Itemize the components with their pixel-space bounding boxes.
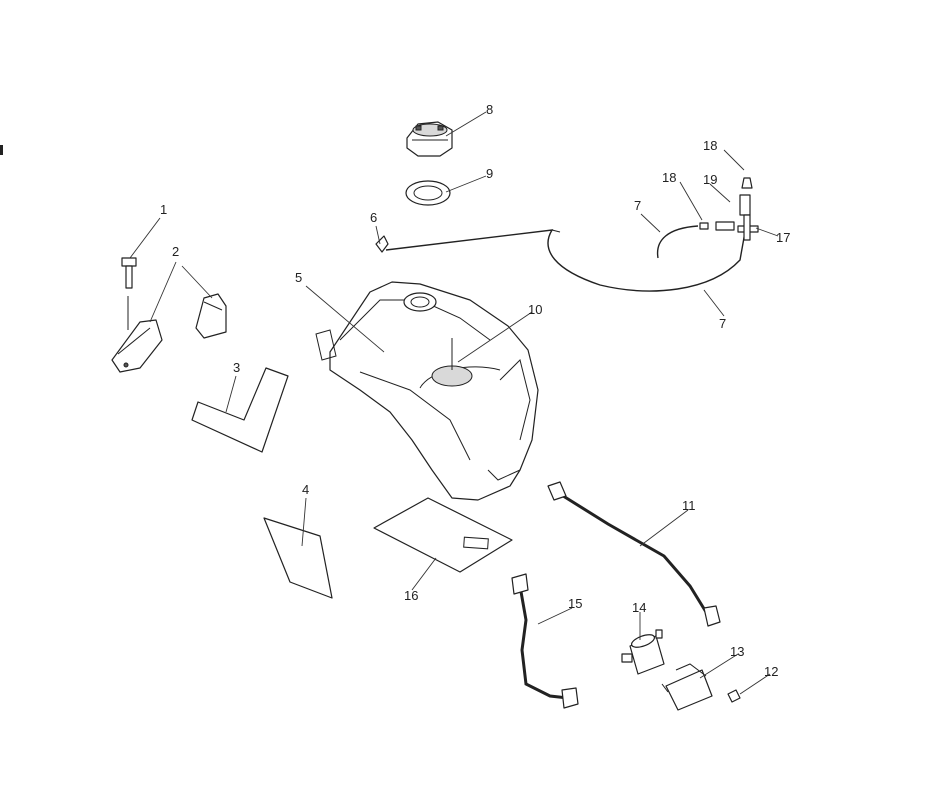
part-bracket-left [111, 319, 163, 373]
part-fuel-filter [621, 629, 665, 675]
callout-18-upper: 18 [703, 138, 717, 153]
callout-9: 9 [486, 166, 493, 181]
callout-7-vent-hose: 7 [719, 316, 726, 331]
callout-12: 12 [764, 664, 778, 679]
callout-17: 17 [776, 230, 790, 245]
callout-7-short-hose: 7 [634, 198, 641, 213]
callout-5: 5 [295, 270, 302, 285]
callout-3: 3 [233, 360, 240, 375]
callout-14: 14 [632, 600, 646, 615]
part-bolt [121, 257, 137, 330]
part-fuel-cap [406, 121, 453, 157]
callout-16: 16 [404, 588, 418, 603]
callout-2: 2 [172, 244, 179, 259]
part-screw [727, 689, 741, 703]
part-bracket-right [195, 293, 227, 339]
callout-13: 13 [730, 644, 744, 659]
part-clip [375, 235, 389, 253]
part-fuel-line-short [511, 573, 579, 709]
part-filter-bracket [661, 663, 713, 711]
callout-18-lower: 18 [662, 170, 676, 185]
callout-6: 6 [370, 210, 377, 225]
callout-labels: 1 2 3 4 5 6 7 7 8 9 10 11 12 13 14 15 16… [160, 102, 790, 679]
callout-8: 8 [486, 102, 493, 117]
callout-15: 15 [568, 596, 582, 611]
edge-mark [0, 145, 3, 155]
callout-10: 10 [528, 302, 542, 317]
part-fuel-line-long [547, 481, 721, 627]
part-fuel-tank [315, 281, 539, 501]
part-l-pad [191, 367, 289, 453]
part-short-hose [656, 225, 699, 259]
part-tray [373, 497, 513, 573]
part-seal-ring [405, 180, 451, 206]
leader-lines [129, 111, 779, 695]
callout-1: 1 [160, 202, 167, 217]
callout-11: 11 [682, 498, 696, 513]
part-fittings [699, 177, 759, 241]
part-vent-hose [385, 229, 746, 292]
callout-19: 19 [703, 172, 717, 187]
part-foam-pad [263, 517, 333, 599]
callout-4: 4 [302, 482, 309, 497]
